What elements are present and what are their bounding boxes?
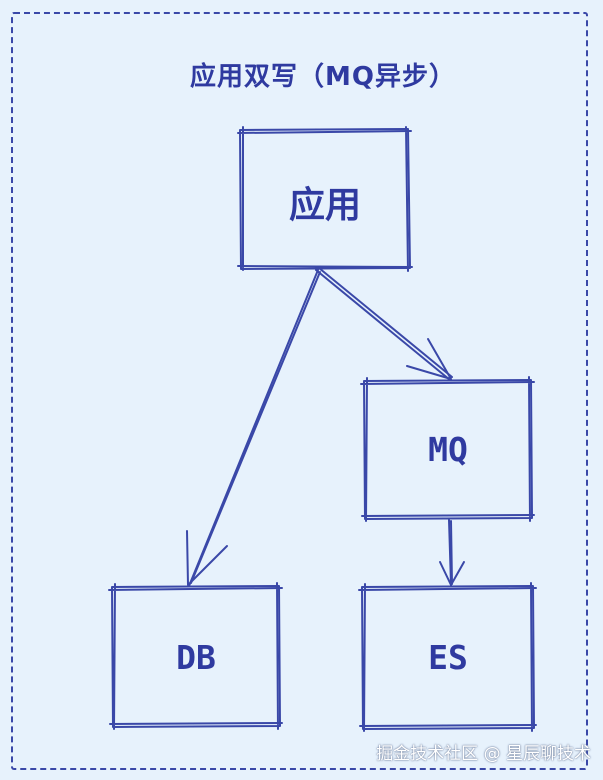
node-label-mq: MQ	[428, 430, 468, 469]
node-box-db	[108, 582, 283, 730]
diagram-title: 应用双写（MQ异步）	[190, 62, 456, 92]
arrow-mq-to-es	[439, 519, 465, 586]
node-box-app	[237, 126, 413, 272]
arrow-app-to-mq	[315, 267, 453, 381]
node-label-es: ES	[428, 638, 468, 677]
dashed-frame	[11, 12, 588, 770]
node-box-es	[358, 582, 537, 732]
arrow-app-to-db	[186, 269, 321, 587]
node-label-db: DB	[176, 638, 216, 677]
node-box-mq	[360, 376, 535, 522]
node-label-app: 应用	[288, 185, 361, 226]
watermark: 掘金技术社区 @ 星辰聊技术	[376, 744, 591, 764]
